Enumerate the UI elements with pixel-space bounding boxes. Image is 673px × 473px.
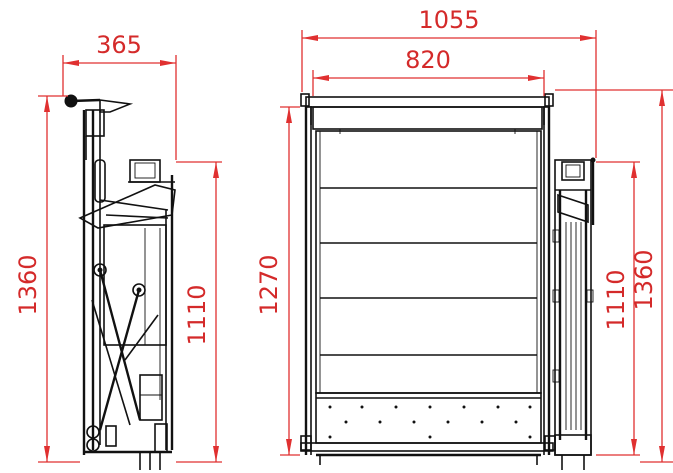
right-side-view [552,157,596,470]
left-lower-height-dimension: 1110 [176,161,222,463]
right-total-height-label: 1360 [630,249,658,310]
front-overall-width-dimension: 1055 [301,6,597,158]
front-inner-width-dimension: 820 [312,46,545,96]
front-inner-width-label: 820 [405,46,451,74]
left-side-view [64,94,176,470]
left-total-height-label: 1360 [14,254,42,315]
front-height-dimension: 1270 [255,106,300,456]
front-overall-width-label: 1055 [418,6,479,34]
right-lower-height-dimension: 1110 [596,161,640,456]
right-total-height-dimension: 1360 [555,89,673,463]
left-width-dimension: 365 [62,31,177,160]
right-lower-height-label: 1110 [602,269,630,330]
front-height-label: 1270 [255,254,283,315]
left-lower-height-label: 1110 [183,284,211,345]
left-width-label: 365 [96,31,142,59]
left-total-height-dimension: 1360 [14,95,80,463]
front-view [300,93,556,465]
